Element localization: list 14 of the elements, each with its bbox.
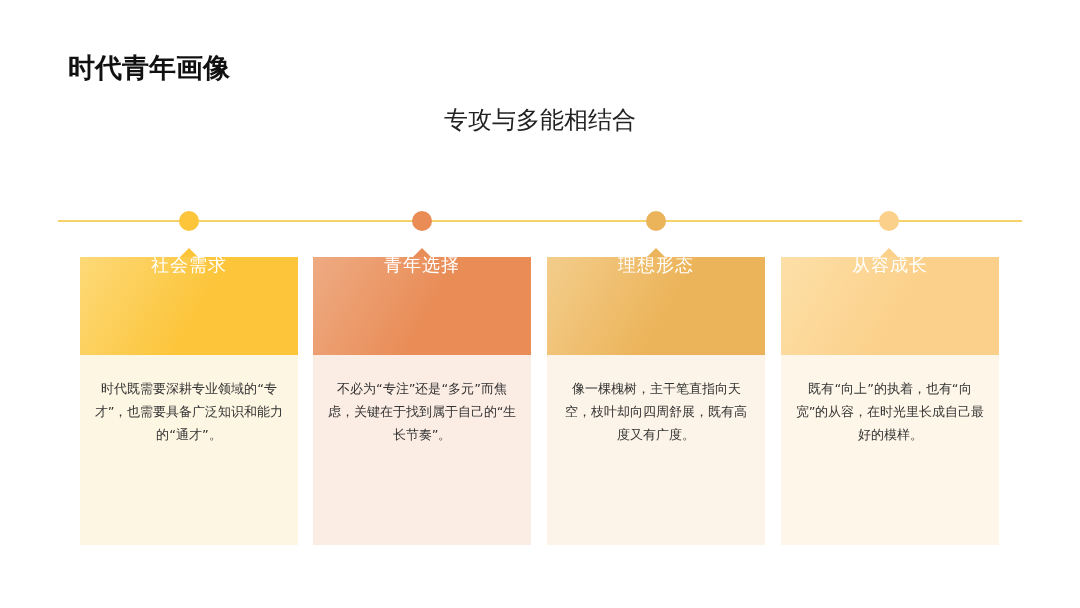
- card-text: 像一棵槐树，主干笔直指向天空，枝叶却向四周舒展，既有高度又有广度。: [564, 380, 748, 444]
- info-card: [80, 257, 298, 545]
- card-heading: 理想形态: [618, 253, 694, 277]
- info-card: [547, 257, 765, 545]
- card-text: 不必为“专注”还是“多元”而焦虑，关键在于找到属于自己的“生长节奏”。: [327, 380, 517, 444]
- info-card: [313, 257, 531, 545]
- card-heading: 从容成长: [852, 253, 928, 277]
- page-title: 时代青年画像: [68, 51, 230, 85]
- info-card: [781, 257, 999, 545]
- card-text: 时代既需要深耕专业领域的“专才”，也需要具备广泛知识和能力的“通才”。: [94, 380, 284, 444]
- card-heading: 社会需求: [151, 253, 227, 277]
- subtitle: 专攻与多能相结合: [443, 105, 637, 136]
- card-text: 既有“向上”的执着，也有“向宽”的从容，在时光里长成自己最好的模样。: [795, 380, 985, 444]
- card-heading: 青年选择: [384, 253, 460, 277]
